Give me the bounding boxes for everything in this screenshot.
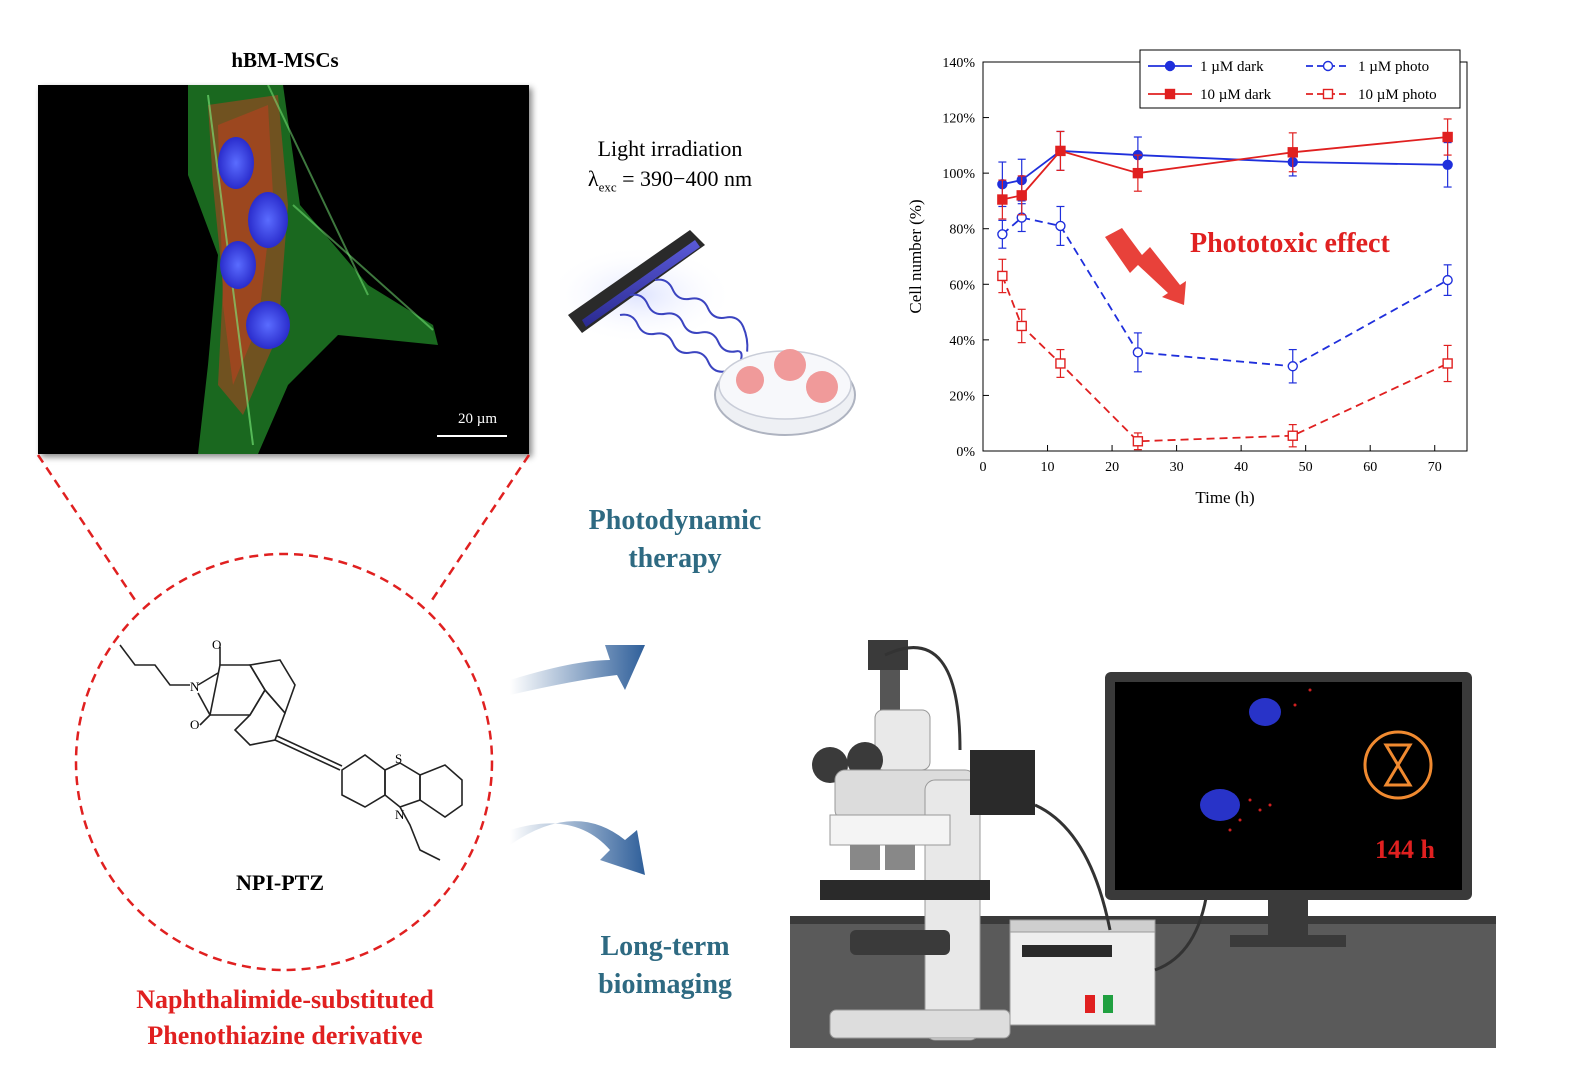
caption-line-1: Naphthalimide-substituted — [136, 985, 434, 1014]
data-point — [1287, 361, 1298, 372]
uv-lamp-illustration — [560, 230, 856, 436]
compound-caption: Naphthalimide-substituted Phenothiazine … — [80, 982, 490, 1054]
legend-label: 10 µM photo — [1358, 87, 1437, 103]
data-point — [1287, 430, 1298, 441]
hourglass-icon — [1383, 743, 1413, 787]
y-tick-label: 0% — [956, 445, 975, 460]
data-point — [1442, 159, 1453, 171]
y-tick-label: 140% — [942, 56, 975, 71]
cell-viability-chart: 0% 20% 40% 60% 80% 100% 120% 140% 0 10 20 30 40 50 60 7… — [906, 49, 1468, 507]
legend-marker — [1322, 88, 1334, 100]
series-line — [1002, 149, 1448, 186]
data-point — [997, 194, 1008, 205]
x-tick-label: 0 — [980, 460, 987, 475]
cell-cluster — [806, 371, 838, 403]
atom-o-bottom: O — [190, 717, 199, 732]
series-line — [1001, 275, 1449, 443]
light-irradiation-label: Light irradiation λexc = 390−400 nm — [560, 134, 780, 202]
pdt-line-1: Photodynamic — [588, 505, 762, 536]
bioimaging-arrow — [510, 821, 645, 875]
curved-arrows — [510, 645, 645, 875]
data-point — [1442, 358, 1453, 369]
data-point — [997, 270, 1008, 282]
data-point — [1016, 190, 1027, 201]
data-point — [1132, 347, 1144, 358]
x-tick-label: 60 — [1363, 460, 1377, 475]
cell-nucleus — [1249, 698, 1281, 726]
data-point — [997, 229, 1008, 240]
legend-label: 1 µM dark — [1200, 59, 1264, 75]
y-tick-label: 60% — [949, 278, 975, 293]
x-axis-label: Time (h) — [1195, 488, 1254, 507]
data-point — [1442, 131, 1453, 143]
pdt-arrow — [510, 645, 645, 695]
x-tick-label: 70 — [1428, 460, 1442, 475]
scale-bar-label: 20 µm — [457, 411, 497, 427]
caption-line-2: Phenothiazine derivative — [147, 1021, 423, 1050]
legend-marker — [1322, 60, 1334, 72]
data-point — [1287, 147, 1298, 158]
fluorescence-micrograph: 20 µm — [38, 85, 529, 454]
data-point — [1016, 320, 1027, 332]
lamp-tube — [582, 240, 700, 327]
phototoxic-effect-label: Phototoxic effect — [1190, 228, 1390, 259]
atom-s: S — [395, 751, 402, 766]
lambda-range: = 390−400 nm — [616, 166, 753, 191]
legend-marker — [1164, 88, 1176, 100]
cell-nucleus — [1200, 789, 1240, 821]
x-tick-label: 50 — [1299, 460, 1313, 475]
data-point — [1132, 436, 1144, 447]
y-tick-label: 120% — [942, 112, 975, 127]
data-point — [1055, 220, 1066, 232]
x-tick-label: 10 — [1041, 460, 1055, 475]
y-tick-label: 80% — [949, 223, 975, 238]
x-tick-label: 20 — [1105, 460, 1119, 475]
bio-line-2: bioimaging — [598, 969, 732, 1000]
y-tick-label: 20% — [949, 389, 975, 404]
legend-marker — [1164, 60, 1176, 72]
pdt-line-2: therapy — [628, 543, 722, 574]
monitor — [1105, 672, 1472, 947]
x-tick-label: 30 — [1170, 460, 1184, 475]
scale-bar — [437, 435, 507, 437]
compound-name: NPI-PTZ — [236, 870, 324, 895]
lambda-subscript: exc — [598, 179, 617, 195]
cell-cluster — [774, 349, 806, 381]
atom-o-top: O — [212, 637, 221, 652]
light-line-1: Light irradiation — [597, 136, 743, 161]
x-tick-label: 40 — [1234, 460, 1248, 475]
npi-ptz-structure: O N O S N — [119, 637, 463, 861]
data-point — [1055, 145, 1066, 157]
molecule-circle — [74, 552, 494, 972]
legend-label: 10 µM dark — [1200, 87, 1272, 103]
data-point — [1442, 274, 1453, 286]
y-tick-label: 100% — [942, 167, 975, 182]
bio-line-1: Long-term — [600, 931, 730, 962]
atom-n-imide: N — [190, 679, 200, 694]
legend-label: 1 µM photo — [1358, 59, 1429, 75]
controller-box — [1009, 803, 1212, 1026]
cell-cluster — [736, 366, 764, 394]
lamp-glow — [560, 245, 735, 345]
atom-n-ptz: N — [395, 807, 405, 822]
data-point — [1132, 167, 1144, 179]
legend-box — [1139, 49, 1461, 109]
microscope-scene — [790, 640, 1496, 1048]
imaging-time-label: 144 h — [1375, 835, 1435, 864]
timer-ring — [1363, 730, 1433, 800]
lightning-arrow — [1105, 228, 1186, 305]
series-line — [1002, 136, 1448, 201]
bioimaging-label: Long-term bioimaging — [540, 928, 790, 1004]
microscope — [812, 640, 1035, 1041]
data-point — [1055, 358, 1066, 369]
light-line-2: λexc = 390−400 nm — [560, 164, 780, 202]
pdt-label: Photodynamic therapy — [560, 502, 790, 578]
lambda-symbol: λ — [587, 166, 599, 191]
micrograph-title: hBM-MSCs — [231, 48, 339, 72]
y-tick-label: 40% — [949, 334, 975, 349]
micrograph-image — [188, 85, 438, 454]
y-axis-label: Cell number (%) — [906, 199, 925, 313]
